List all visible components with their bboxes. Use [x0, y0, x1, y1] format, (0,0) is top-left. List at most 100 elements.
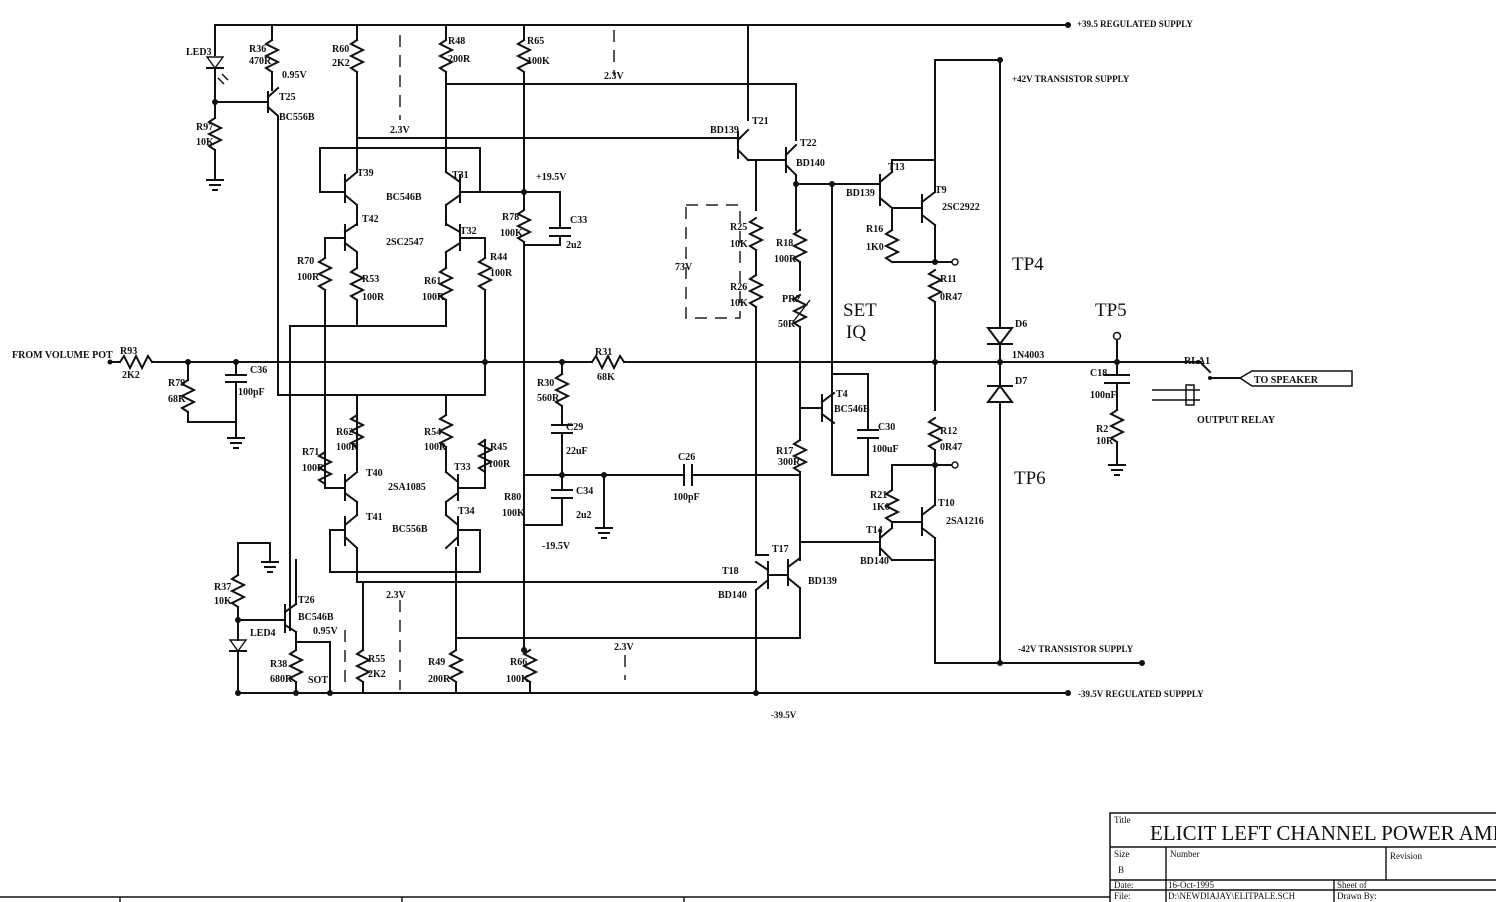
v23-label-3: 2.3V: [386, 590, 407, 601]
tp5-label: TP5: [1095, 300, 1127, 321]
r11-label: R11: [940, 274, 957, 285]
title-block-file-value: D:\NEWDIAJAY\ELITPALE.SCH: [1168, 891, 1296, 901]
r61-value: 100R: [422, 292, 445, 303]
pos-mid-label: +19.5V: [536, 172, 567, 183]
c33-label: C33: [570, 215, 587, 226]
t31-label: T31: [452, 170, 469, 181]
bc546b-label: BC546B: [386, 192, 422, 203]
r55-label: R55: [368, 654, 385, 665]
t21-type: BD139: [710, 125, 739, 136]
title-block: [0, 812, 1496, 902]
v095-top: 0.95V: [282, 70, 308, 81]
r62-label: R62: [336, 427, 353, 438]
r38-value: 680R: [270, 674, 293, 685]
r65-value: 100K: [527, 56, 550, 67]
tp4-label: TP4: [1012, 254, 1044, 275]
2sc2547-label: 2SC2547: [386, 237, 424, 248]
r18-value: 100R: [774, 254, 797, 265]
v095-bottom: 0.95V: [313, 626, 339, 637]
supply-rails: [214, 22, 1145, 696]
r55-value: 2K2: [368, 669, 386, 680]
pr2-value: 50R: [778, 319, 796, 330]
c30-value: 100uF: [872, 444, 899, 455]
r12-value: 0R47: [940, 442, 962, 453]
set-iq-label-1: SET: [843, 300, 877, 321]
lower-differential-pair: [316, 394, 801, 694]
c26-value: 100pF: [673, 492, 700, 503]
c36-label: C36: [250, 365, 267, 376]
c29-value: 22uF: [566, 446, 588, 457]
v23-label-1: 2.3V: [390, 125, 411, 136]
t26-label: T26: [298, 595, 315, 606]
t4-label: T4: [836, 389, 848, 400]
speaker-label: TO SPEAKER: [1254, 375, 1319, 386]
v23-label-2: 2.3V: [604, 71, 625, 82]
t18-label: T18: [722, 566, 739, 577]
t42-label: T42: [362, 214, 379, 225]
r71-value: 100R: [302, 463, 325, 474]
title-block-sheet-label: Sheet of: [1337, 880, 1367, 890]
r2-value: 10R: [1096, 436, 1114, 447]
title-block-file-label: File:: [1114, 891, 1131, 901]
tp6-label: TP6: [1014, 468, 1046, 489]
r26-label: R26: [730, 282, 747, 293]
r66-label: R66: [510, 657, 527, 668]
r80-value: 100K: [502, 508, 525, 519]
feedback-network: [482, 353, 1201, 539]
d6-type: 1N4003: [1012, 350, 1044, 361]
r60-label: R60: [332, 44, 349, 55]
r25-label: R25: [730, 222, 747, 233]
v73-label: 73V: [675, 262, 693, 273]
relay-label: OUTPUT RELAY: [1197, 415, 1276, 426]
c29-label: C29: [566, 422, 583, 433]
d6-label: D6: [1015, 319, 1027, 330]
neg-transistor-supply-label: -42V TRANSISTOR SUPPLY: [1018, 644, 1134, 654]
r11-value: 0R47: [940, 292, 962, 303]
sot-label: SOT: [308, 675, 328, 686]
r48-label: R48: [448, 36, 465, 47]
pos-regulated-supply-label: +39.5 REGULATED SUPPLY: [1077, 19, 1193, 29]
led4-current-sink: [228, 542, 346, 696]
input-network: [107, 353, 486, 449]
title-block-date-value: 16-Oct-1995: [1168, 880, 1214, 890]
led3-current-source: [205, 24, 486, 396]
r79-value: 68K: [168, 394, 186, 405]
t10-type: 2SA1216: [946, 516, 984, 527]
relay-ref-label: RLA1: [1184, 356, 1210, 367]
c18-value: 100nF: [1090, 390, 1117, 401]
d7-label: D7: [1015, 376, 1027, 387]
r37-label: R37: [214, 582, 231, 593]
r80-label: R80: [504, 492, 521, 503]
r62-value: 100R: [336, 442, 359, 453]
t40-label: T40: [366, 468, 383, 479]
t32-label: T32: [460, 226, 477, 237]
r70-label: R70: [297, 256, 314, 267]
r12-label: R12: [940, 426, 957, 437]
led3-label: LED3: [186, 47, 212, 58]
t17-label: T17: [772, 544, 789, 555]
c34-value: 2u2: [576, 510, 592, 521]
r97-label: R97: [196, 122, 213, 133]
r48-value: 200R: [448, 54, 471, 65]
t13-label: T13: [888, 162, 905, 173]
2sa1085-label: 2SA1085: [388, 482, 426, 493]
r78-label: R78: [502, 212, 519, 223]
r36-label: R36: [249, 44, 266, 55]
r21-label: R21: [870, 490, 887, 501]
c30-label: C30: [878, 422, 895, 433]
r17-value: 300R: [778, 457, 801, 468]
output-stage: [878, 59, 1014, 666]
c36-value: 100pF: [238, 387, 265, 398]
r16-value: 1K0: [866, 242, 884, 253]
neg-mid-label: -19.5V: [542, 541, 571, 552]
r93-label: R93: [120, 346, 137, 357]
r93-value: 2K2: [122, 370, 140, 381]
c33-value: 2u2: [566, 240, 582, 251]
pr2-label: PR2: [782, 294, 800, 305]
r79-label: R79: [168, 378, 185, 389]
t25-label: T25: [279, 92, 296, 103]
title-block-date-label: Date:: [1114, 880, 1134, 890]
r70-value: 100R: [297, 272, 320, 283]
t13-type: BD139: [846, 188, 875, 199]
title-block-drawn-label: Drawn By:: [1337, 891, 1377, 901]
